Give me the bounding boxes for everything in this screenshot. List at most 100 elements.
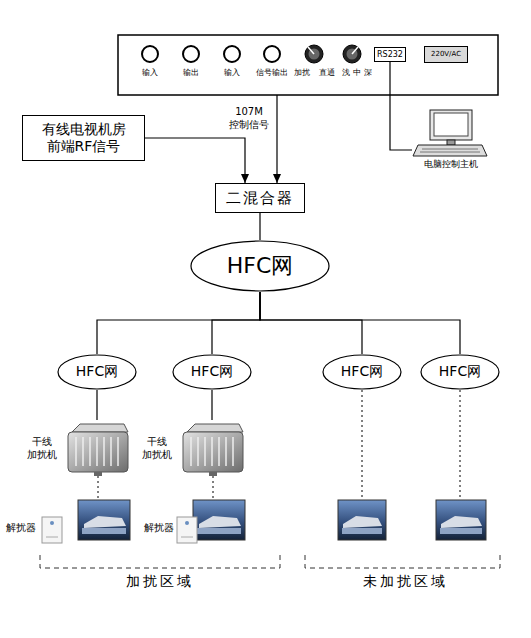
- amplifier-label: 干线 加扰机: [135, 436, 179, 461]
- amplifier-body: [183, 432, 243, 472]
- tv-picture: [193, 500, 245, 540]
- connector: [212, 292, 260, 354]
- tv-screen: [338, 500, 386, 540]
- panel-label: 信号输出: [250, 68, 294, 78]
- jack-symbol: [224, 46, 240, 62]
- knob-pointer: [352, 47, 358, 54]
- network-ellipse: HFC网: [190, 240, 330, 292]
- jack-symbol: [264, 46, 280, 62]
- connector-line: [97, 292, 260, 354]
- descrambler-node: 解扰器: [140, 514, 198, 546]
- connector-line: [260, 292, 362, 354]
- region-label: 加扰区域: [90, 573, 230, 591]
- reflection: [342, 528, 382, 534]
- ellipse-shape: [58, 355, 136, 389]
- connector: [212, 390, 213, 420]
- building: [84, 516, 126, 528]
- amplifier-label: 干线 加扰机: [20, 436, 64, 461]
- keyboard-line: [420, 152, 480, 153]
- descrambler-body: [42, 517, 62, 543]
- connector-line: [212, 292, 260, 354]
- connector-line: [276, 95, 277, 183]
- amplifier-fins: [191, 437, 233, 466]
- monitor-neck: [447, 140, 455, 145]
- panel-label: 加扰: [280, 68, 324, 78]
- network-ellipse: HFC网: [57, 354, 137, 390]
- connector: [145, 138, 249, 183]
- knob-pointer: [308, 47, 314, 54]
- amplifier-node: 干线 加扰机: [135, 420, 247, 478]
- tv-screen: [436, 500, 486, 540]
- building: [441, 516, 482, 528]
- descrambler-icon: [177, 517, 197, 543]
- jack-symbols: [142, 46, 280, 62]
- panel-label: 输入: [128, 68, 172, 78]
- connector: [260, 292, 362, 354]
- jack-symbol: [183, 46, 199, 62]
- computer-node: 电脑控制主机: [412, 108, 490, 174]
- panel-label: 输入: [210, 68, 254, 78]
- amplifier-body: [68, 432, 128, 472]
- reflection: [82, 528, 126, 534]
- connector-line: [259, 213, 260, 240]
- descrambler-label: 解扰器: [2, 522, 40, 535]
- drop-line: [460, 390, 461, 500]
- port-label: RS232: [377, 50, 403, 60]
- tv-picture: [338, 500, 386, 540]
- mixer-label: 二混合器: [226, 189, 294, 208]
- monitor-screen: [434, 113, 468, 136]
- arrow-head: [273, 174, 281, 183]
- drop-lines: [98, 390, 460, 500]
- network-ellipse: HFC网: [322, 354, 402, 390]
- connector-line: [390, 62, 412, 150]
- connector-line: [260, 292, 460, 354]
- descrambler-node: 解扰器: [2, 514, 64, 546]
- network-label: HFC网: [341, 363, 383, 381]
- ellipse-shape: [191, 241, 329, 291]
- connector-line: [145, 138, 245, 183]
- ellipse-shape: [421, 355, 499, 389]
- network-label: HFC网: [76, 363, 118, 381]
- region-label: 未加扰区域: [335, 573, 475, 591]
- panel-label: 浅 中 深: [335, 68, 379, 78]
- network-label: HFC网: [227, 252, 294, 280]
- mixer-box: 二混合器: [215, 183, 305, 213]
- amplifier-icon: [183, 424, 243, 476]
- descrambler-logo: [50, 521, 54, 525]
- reflection: [440, 528, 482, 534]
- descrambler-icon: [42, 517, 62, 543]
- tv-picture: [436, 500, 486, 540]
- computer-icon: [413, 110, 487, 156]
- monitor-frame: [430, 110, 472, 140]
- region-brackets: [40, 555, 500, 568]
- connector: [390, 62, 412, 150]
- reflection: [197, 528, 241, 534]
- keyboard-line: [422, 149, 478, 150]
- drop-line: [362, 390, 363, 500]
- knob-symbol: [305, 45, 323, 63]
- signal-label: 107M 控制信号: [224, 106, 274, 131]
- network-ellipse: HFC网: [420, 354, 500, 390]
- tv-screen: [78, 500, 130, 540]
- source-box: 有线电视机房 前端RF信号: [22, 115, 145, 161]
- source-label: 有线电视机房 前端RF信号: [33, 121, 134, 156]
- connector-line: [211, 390, 212, 420]
- computer-label: 电脑控制主机: [412, 159, 490, 170]
- knob-body: [343, 45, 361, 63]
- connector-line: [96, 390, 97, 420]
- connector: [260, 292, 460, 354]
- amplifier-top: [72, 424, 128, 432]
- tv-picture: [78, 500, 130, 540]
- amplifier-node: 干线 加扰机: [20, 420, 132, 478]
- ellipse-shape: [173, 355, 251, 389]
- device-panel-node: 输入输出输入信号输出加扰直通浅 中 深RS232220V/AC: [118, 35, 498, 95]
- descrambler-logo: [185, 521, 189, 525]
- connector: [97, 390, 98, 420]
- power-box: 220V/AC: [424, 46, 468, 63]
- building: [199, 516, 241, 528]
- panel-label: 输出: [169, 68, 213, 78]
- descrambler-slot: [46, 537, 58, 538]
- panel-label: 直通: [305, 68, 349, 78]
